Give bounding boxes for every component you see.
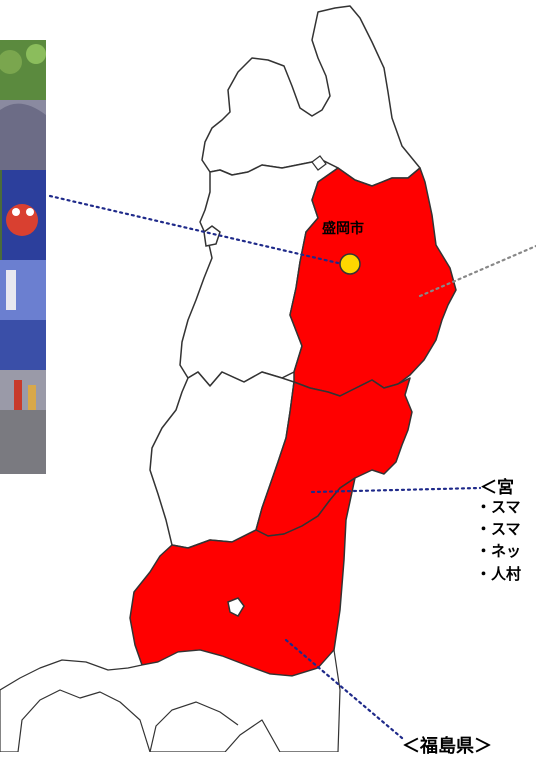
neighbor-border xyxy=(149,701,239,752)
fukushima-caption-heading: ＜福島県＞ xyxy=(402,736,492,757)
leader-line-miyagi xyxy=(310,486,482,494)
leader-line-fukushima xyxy=(284,638,404,740)
aomori-prefecture xyxy=(201,5,421,187)
miyagi-caption-heading: ＜宮 xyxy=(480,478,514,498)
festival-photo xyxy=(0,40,46,474)
shimokita-island xyxy=(311,155,327,171)
morioka-city-label: 盛岡市 xyxy=(322,221,364,237)
iwate-prefecture xyxy=(289,167,457,397)
miyagi-bullet-1: ・スマ xyxy=(476,498,521,516)
miyagi-bullet-2: ・スマ xyxy=(476,520,521,538)
inawashiro-lake xyxy=(227,597,245,617)
miyagi-bullet-4: ・人村 xyxy=(476,565,522,583)
akita-prefecture xyxy=(179,159,339,387)
neighbor-region xyxy=(0,649,341,752)
miyagi-prefecture xyxy=(255,377,413,537)
leader-line-iwate xyxy=(418,244,536,298)
hachirogata-lagoon xyxy=(203,225,221,247)
morioka-city-marker[interactable] xyxy=(339,253,361,275)
leader-line-photo xyxy=(48,194,340,265)
miyagi-bullet-3: ・ネッ xyxy=(476,542,522,560)
